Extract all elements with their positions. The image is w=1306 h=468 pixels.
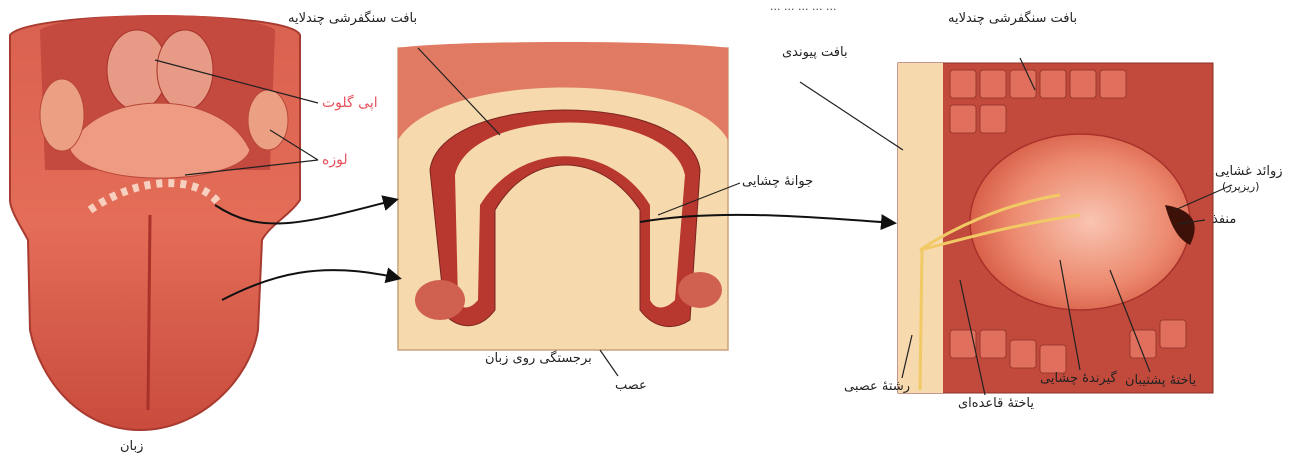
label-receptor: گیرندهٔ چشایی bbox=[1040, 372, 1117, 385]
label-support-cell: یاختهٔ پشتیبان bbox=[1125, 374, 1196, 387]
papilla-section-illustration bbox=[398, 42, 728, 350]
label-microvilli-note: (ریزپرز) bbox=[1222, 181, 1259, 192]
label-tonsil: لوزه bbox=[322, 153, 348, 167]
label-connective-tissue: بافت پیوندی bbox=[782, 46, 848, 59]
caption-top: ... ... ... ... ... bbox=[770, 0, 836, 13]
label-papilla: برجستگی روی زبان bbox=[485, 352, 592, 365]
label-microvilli: زوائد غشایی bbox=[1215, 165, 1283, 178]
label-nerve: عصب bbox=[615, 379, 647, 392]
label-stratified-epithelium-2: بافت سنگفرشی چندلایه bbox=[948, 12, 1077, 25]
label-tongue: زبان bbox=[120, 440, 143, 453]
label-basal-cell: یاختهٔ قاعده‌ای bbox=[958, 397, 1034, 410]
label-epiglottis: اپی گلوت bbox=[322, 96, 378, 110]
label-taste-bud: جوانهٔ چشایی bbox=[742, 175, 813, 188]
label-pore: منفذ bbox=[1212, 213, 1236, 226]
label-nerve-fiber: رشتهٔ عصبی bbox=[844, 380, 910, 393]
taste-bud-illustration bbox=[898, 63, 1213, 393]
label-stratified-epithelium-1: بافت سنگفرشی چندلایه bbox=[288, 12, 417, 25]
